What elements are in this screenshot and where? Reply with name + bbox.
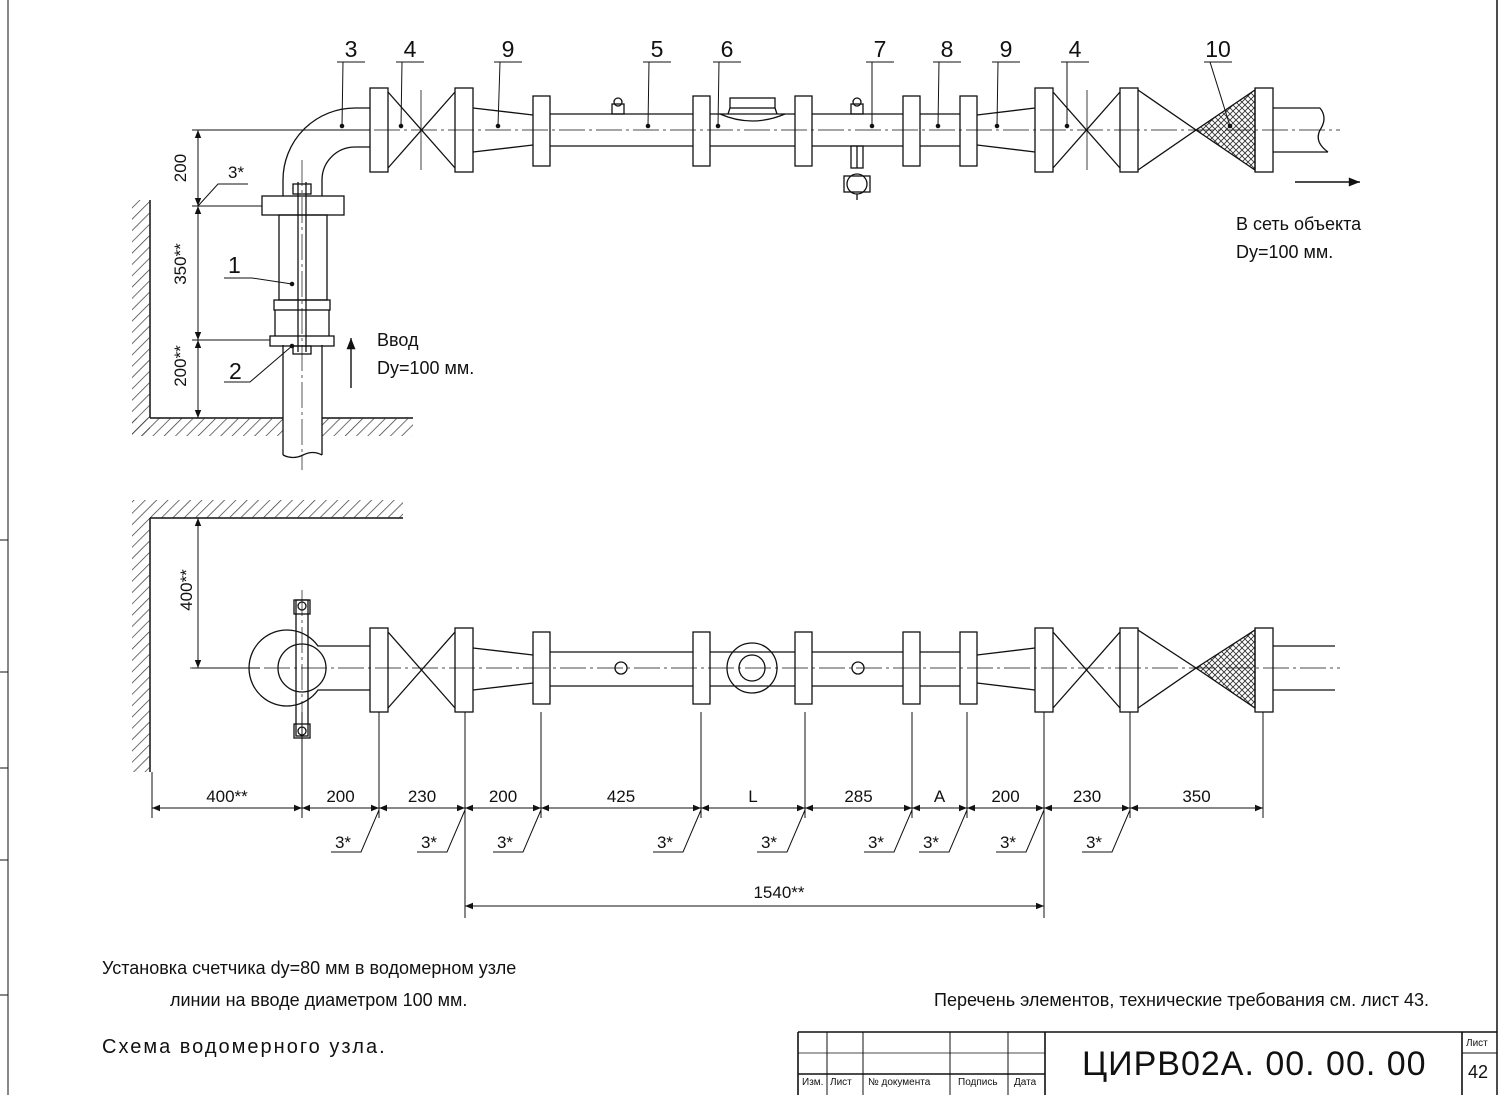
callout-c9a: 9 — [502, 36, 515, 62]
weld-marks — [331, 809, 1131, 853]
top-view — [132, 87, 1361, 470]
sheet-number: 42 — [1468, 1062, 1489, 1082]
weld-mark-7: 3* — [1000, 833, 1016, 852]
weld-mark-8: 3* — [1086, 833, 1102, 852]
vertical-dim-200-lower: 200** — [171, 345, 190, 387]
col-izm: Изм. — [802, 1077, 824, 1088]
callout-c4b: 4 — [1069, 36, 1082, 62]
col-signature: Подпись — [958, 1077, 998, 1088]
chain-dim-10: 350 — [1182, 787, 1210, 806]
chain-dim-2: 230 — [408, 787, 436, 806]
weld-mark-5: 3* — [868, 833, 884, 852]
inlet-label-line2: Dy=100 мм. — [377, 358, 475, 378]
vertical-dim-400: 400** — [177, 569, 196, 611]
center-lines-top — [300, 129, 1340, 470]
inlet-riser — [261, 182, 345, 459]
callout-c8: 8 — [941, 36, 954, 62]
note-line-1: Установка счетчика dy=80 мм в водомерном… — [102, 958, 517, 978]
vertical-dim-350: 350** — [171, 243, 190, 285]
col-list: Лист — [830, 1077, 852, 1088]
callout-1: 1 — [228, 252, 241, 278]
vertical-dimension-bottom — [150, 517, 260, 669]
chain-dim-7: A — [934, 787, 946, 806]
main-line-top — [369, 87, 1329, 200]
inlet-label-line1: Ввод — [377, 330, 419, 350]
wall-hatching-bottom — [132, 500, 403, 772]
elbow-3 — [282, 107, 370, 196]
col-date: Дата — [1014, 1077, 1037, 1088]
callout-c5: 5 — [651, 36, 664, 62]
sheet-label: Лист — [1466, 1038, 1488, 1049]
callout-c4a: 4 — [404, 36, 417, 62]
chain-dim-3: 200 — [489, 787, 517, 806]
weld-mark-6: 3* — [923, 833, 939, 852]
callout-c7: 7 — [874, 36, 887, 62]
callout-c10: 10 — [1205, 36, 1231, 62]
chain-dim-1: 200 — [326, 787, 354, 806]
weld-mark-3: 3* — [657, 833, 673, 852]
bottom-view — [132, 500, 1340, 772]
chain-dim-0: 400** — [206, 787, 248, 806]
wall-hatching-top — [132, 200, 413, 436]
chain-dim-6: 285 — [844, 787, 872, 806]
side-leaders — [224, 277, 295, 383]
chain-dim-9: 230 — [1073, 787, 1101, 806]
weld-mark-2: 3* — [497, 833, 513, 852]
col-document: № документа — [868, 1077, 931, 1088]
elbow-plan — [248, 599, 370, 739]
vertical-dimensions-top — [150, 129, 370, 419]
chain-dim-8: 200 — [991, 787, 1019, 806]
callout-c9b: 9 — [1000, 36, 1013, 62]
vertical-dim-200: 200 — [171, 154, 190, 182]
drawing-title: Схема водомерного узла. — [102, 1036, 387, 1058]
overall-dimension-label: 1540** — [753, 883, 804, 902]
overall-dimension — [464, 712, 1045, 918]
chain-dim-5: L — [748, 787, 757, 806]
weld-mark-4: 3* — [761, 833, 777, 852]
weld-mark-1: 3* — [421, 833, 437, 852]
document-code: ЦИРВ02А. 00. 00. 00 — [1082, 1045, 1427, 1083]
chain-dim-4: 425 — [607, 787, 635, 806]
note-right: Перечень элементов, технические требован… — [934, 990, 1430, 1010]
weld-mark-0: 3* — [335, 833, 351, 852]
top-leaders — [337, 61, 1233, 129]
callout-2: 2 — [229, 358, 242, 384]
note-line-2: линии на вводе диаметром 100 мм. — [170, 990, 468, 1010]
weld-label-top: 3* — [228, 163, 244, 182]
outlet-label-line2: Dy=100 мм. — [1236, 242, 1334, 262]
callout-c6: 6 — [721, 36, 734, 62]
outlet-label-line1: В сеть объекта — [1236, 214, 1362, 234]
title-block — [797, 1031, 1497, 1095]
callout-c3: 3 — [345, 36, 358, 62]
